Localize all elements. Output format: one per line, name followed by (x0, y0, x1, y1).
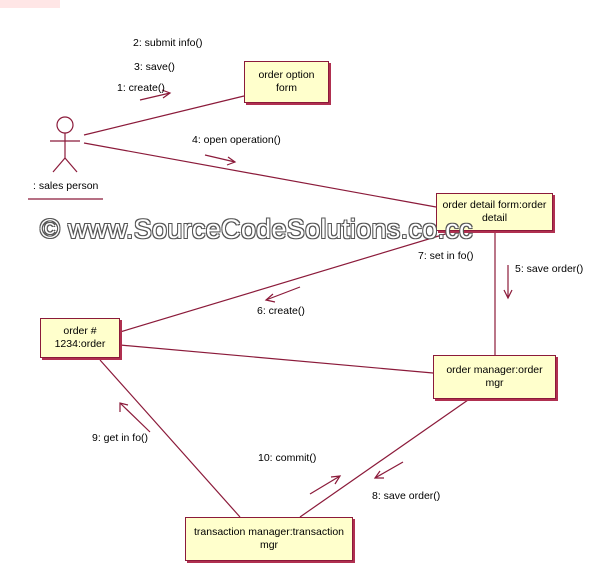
message-4-open-operation: 4: open operation() (192, 134, 281, 146)
arrow-4-open-operation (204, 154, 237, 166)
message-5-save-order: 5: save order() (515, 263, 584, 275)
message-9-get-info: 9: get in fo() (92, 432, 149, 444)
watermark-text: © www.SourceCodeSolutions.co.cc (40, 214, 473, 244)
link-actor-order-detail (83, 142, 437, 208)
arrow-6-create (264, 286, 301, 303)
actor-leg-left (52, 157, 66, 173)
object-order-1234[interactable]: order # 1234:order (40, 318, 120, 358)
link-order1234-transaction (99, 359, 241, 518)
object-transaction-manager[interactable]: transaction manager:transaction mgr (185, 517, 353, 561)
actor-label: : sales person (33, 180, 99, 192)
link-manager-transaction (299, 399, 469, 518)
message-10-commit: 10: commit() (258, 452, 317, 464)
message-7-set-info: 7: set in fo() (418, 250, 474, 262)
object-order-option-form[interactable]: order option form (244, 61, 329, 103)
corner-mark (0, 0, 60, 8)
message-6-create: 6: create() (257, 305, 305, 317)
message-3-save: 3: save() (134, 61, 175, 73)
actor-head (56, 116, 74, 134)
message-1-create: 1: create() (117, 82, 165, 94)
arrow-9-get-info (119, 402, 151, 433)
arrow-1-create (139, 89, 172, 101)
actor-leg-right (64, 157, 78, 173)
link-detail-order1234 (119, 231, 453, 333)
arrow-5-save-order (503, 265, 513, 300)
link-actor-order-option (83, 95, 245, 136)
message-2-submit-info: 2: submit info() (133, 37, 203, 49)
object-order-detail-form[interactable]: order detail form:order detail (436, 193, 553, 231)
arrow-10-commit (309, 475, 342, 495)
object-order-manager[interactable]: order manager:order mgr (433, 355, 556, 399)
message-8-save-order: 8: save order() (372, 490, 441, 502)
link-order1234-manager (119, 344, 434, 374)
arrow-8-save-order (373, 461, 404, 479)
